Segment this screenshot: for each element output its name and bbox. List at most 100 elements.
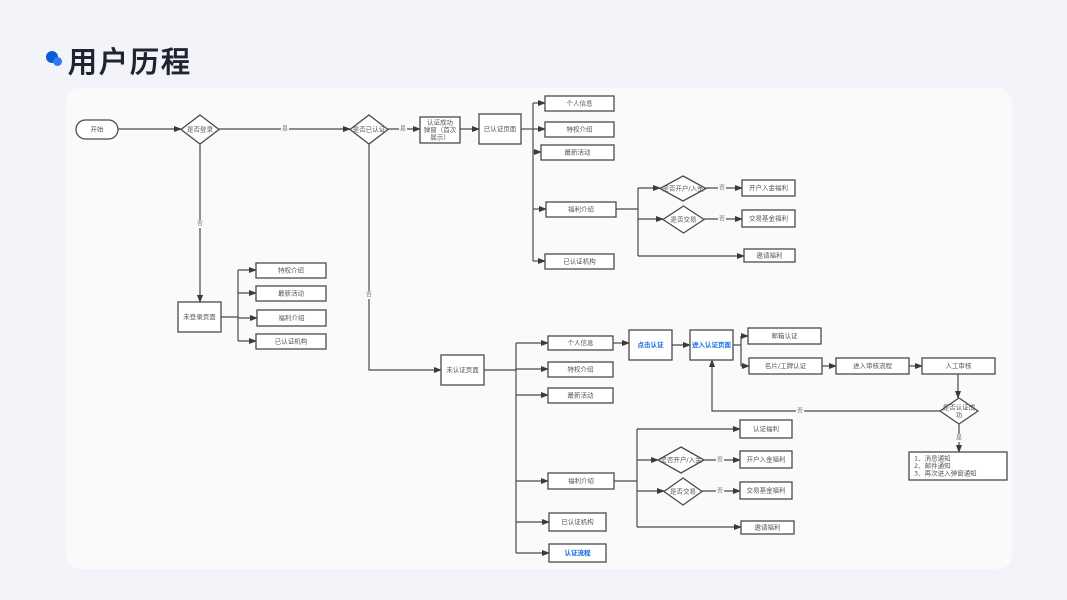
edge-label-bg (718, 215, 726, 223)
flow-node-u-invite-w: 邀请福利 (740, 520, 795, 535)
flow-node-u-d-open: 是否开户/入金 (656, 446, 706, 474)
flow-node-email-cert: 邮箱认证 (747, 327, 822, 345)
process-shape (478, 113, 522, 145)
flow-node-label: 是否交易 (670, 487, 696, 496)
flow-node-c-invite-w: 邀请福利 (743, 248, 796, 263)
process-shape (540, 144, 615, 161)
edge-label-bg (955, 434, 963, 442)
decision-shape (938, 397, 980, 425)
edge-label-bg (196, 220, 204, 228)
flow-node-label: 福利介绍 (568, 205, 595, 214)
flow-node-label: 开户入金福利 (749, 183, 788, 192)
flow-node-label: 认证成功 (427, 118, 454, 127)
edge-label: 否 (366, 292, 372, 299)
edge-label-bg (716, 487, 724, 495)
edge-label: 是 (956, 435, 962, 442)
edge-label-bg (365, 291, 373, 299)
process-shape (689, 329, 734, 361)
flow-node-u-act: 最新活动 (547, 387, 614, 404)
process-shape (547, 335, 614, 351)
process-shape (547, 472, 615, 490)
flow-node-c-d-open: 是否开户/入金 (658, 175, 708, 202)
decision-shape (656, 446, 706, 474)
flow-node-c-welfare: 福利介绍 (545, 201, 617, 218)
flow-node-label: 是否登录 (187, 125, 214, 134)
decision-shape (348, 114, 390, 145)
flow-edge (709, 359, 940, 412)
process-shape (256, 309, 327, 327)
flow-node-label: 最新活动 (278, 289, 305, 298)
edge-label: 否 (797, 408, 803, 415)
edge-label-bg (716, 456, 724, 464)
process-shape (743, 248, 796, 263)
flow-node-certified-page: 已认证页面 (478, 113, 522, 145)
flow-node-label: 个人信息 (568, 338, 595, 347)
flow-node-u-d-trade: 是否交易 (662, 477, 704, 506)
flow-node-label: 邀请福利 (755, 523, 781, 532)
flow-node-c-priv: 特权介绍 (544, 121, 615, 138)
process-shape (835, 357, 910, 375)
flow-node-label: 是否认证成 (943, 402, 976, 411)
page-header: 用户历程 (44, 40, 192, 80)
flow-node-label: 特权介绍 (568, 365, 595, 374)
flow-node-c-info: 个人信息 (544, 95, 615, 112)
flow-node-c-act: 最新活动 (540, 144, 615, 161)
flow-node-label: 福利介绍 (568, 476, 595, 485)
flow-node-label: 开始 (91, 125, 105, 134)
process-shape (741, 179, 796, 197)
flow-node-label: 特权介绍 (567, 125, 594, 134)
process-shape (628, 329, 673, 361)
flowchart-card (66, 88, 1012, 569)
process-shape (255, 333, 327, 350)
flow-node-d-login: 是否登录 (179, 114, 221, 145)
flow-node-c-open-w: 开户入金福利 (741, 179, 796, 197)
flow-node-start: 开始 (75, 119, 119, 140)
terminal-shape (75, 119, 119, 140)
flow-node-n-org: 已认证机构 (255, 333, 327, 350)
flow-node-label: 进入审核流程 (853, 361, 893, 370)
flow-node-label: 开户入金福利 (747, 455, 786, 464)
process-shape (544, 95, 615, 112)
flow-node-label: 交易基金福利 (749, 214, 788, 223)
process-shape (177, 301, 222, 333)
decision-shape (662, 477, 704, 506)
flow-node-u-open-w: 开户入金福利 (739, 450, 793, 469)
edge-label: 是 (400, 126, 406, 133)
flow-node-u-info: 个人信息 (547, 335, 614, 351)
flow-node-label: 2、邮件通知 (914, 461, 951, 470)
flow-node-label: 点击认证 (638, 340, 665, 349)
flow-node-label: 最新活动 (568, 391, 595, 400)
flow-node-label: 认证福利 (753, 424, 779, 433)
flow-node-label: 邮箱认证 (772, 331, 799, 340)
flow-node-enter-cert: 进入认证页面 (689, 329, 734, 361)
process-shape (544, 121, 615, 138)
flow-node-label: 功 (956, 411, 963, 419)
edge-label-bg (796, 407, 804, 415)
process-shape (545, 201, 617, 218)
flow-node-label: 进入认证页面 (692, 340, 732, 349)
flow-node-c-d-trade: 是否交易 (661, 205, 706, 234)
flow-node-n-priv: 特权介绍 (255, 262, 327, 279)
decision-shape (658, 175, 708, 202)
flow-node-label: 特权介绍 (278, 266, 305, 275)
edge-label: 是 (282, 126, 288, 133)
flow-node-label: 1、消息通知 (914, 454, 951, 463)
edge-label: 否 (717, 488, 723, 495)
flow-node-label: 3、再次进入弹窗通知 (914, 469, 977, 478)
flow-node-n-act: 最新活动 (255, 285, 327, 302)
flow-node-nologin-page: 未登录页面 (177, 301, 222, 333)
flow-node-label: 交易基金福利 (747, 486, 786, 495)
process-shape (548, 543, 607, 563)
flow-node-label: 人工审核 (946, 361, 973, 370)
process-shape (255, 285, 327, 302)
edge-label-bg (399, 125, 407, 133)
edge-label: 否 (719, 185, 725, 192)
flow-node-label: 个人信息 (567, 99, 594, 108)
flow-node-u-cert-w: 认证福利 (739, 419, 793, 439)
flow-node-label: 展示） (430, 134, 450, 142)
flow-edge (368, 144, 442, 373)
decision-shape (179, 114, 221, 145)
